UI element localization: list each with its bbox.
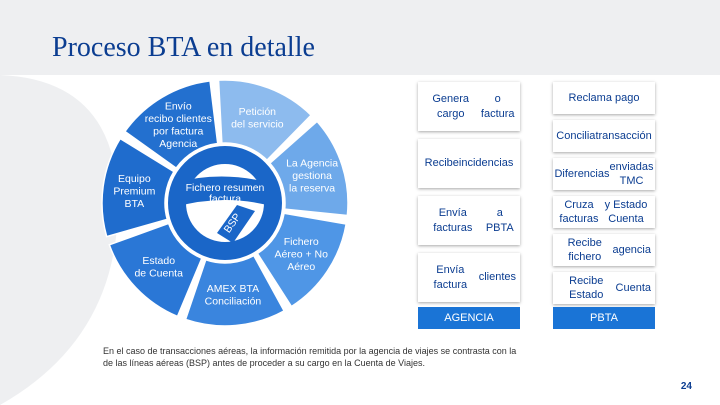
agencia-footer: AGENCIA: [418, 307, 520, 329]
wheel-segment-agencia-gestiona: [268, 120, 349, 217]
pbta-card-text: enviadas TMC: [609, 160, 654, 187]
pbta-card-6: Recibe Estado Cuenta: [553, 272, 655, 304]
agencia-card-text: a PBTA: [485, 207, 514, 234]
wheel-segment-estado-cuenta: [108, 222, 203, 318]
pbta-card-1: Reclama pago: [553, 82, 655, 114]
agencia-card-text: o factura: [480, 93, 515, 120]
pbta-footer: PBTA: [553, 307, 655, 329]
pbta-card-text: transacción: [595, 129, 652, 142]
wheel-segment-equipo-premium: [101, 137, 175, 238]
wheel-segment-fichero-aereo: [256, 212, 348, 308]
pbta-card-text: Cruza facturas: [559, 198, 599, 225]
agencia-card-4: Envía factura clientes: [418, 253, 520, 302]
pbta-card-text: agencia: [612, 243, 651, 256]
agencia-card-text: clientes: [478, 271, 516, 284]
pbta-card-text: Reclama pago: [568, 91, 640, 104]
pbta-card-text: Concilia: [556, 129, 596, 142]
agencia-card-text: incidencias: [458, 157, 514, 170]
wheel-segment-peticion: [217, 79, 313, 162]
bsp-band: [217, 205, 255, 243]
agencia-card-text: Envía facturas: [433, 207, 473, 234]
pbta-card-5: Recibe fichero agencia: [553, 234, 655, 266]
pbta-card-text: Recibe fichero: [567, 236, 602, 263]
agencia-card-text: Genera cargo: [432, 93, 470, 120]
header-band: [0, 0, 720, 75]
pbta-card-text: y Estado Cuenta: [604, 198, 648, 225]
agencia-card-text: Envía factura: [433, 264, 468, 291]
pbta-card-text: Diferencias: [554, 167, 610, 180]
footnote: En el caso de transacciones aéreas, la i…: [103, 346, 517, 369]
agencia-card-1: Genera cargo o factura: [418, 82, 520, 131]
pbta-card-text: Cuenta: [615, 281, 651, 294]
agencia-card-3: Envía facturas a PBTA: [418, 196, 520, 245]
wheel-segment-amex: [184, 254, 286, 327]
agencia-card-text: Recibe: [424, 157, 459, 170]
pbta-card-text: Recibe Estado: [569, 274, 604, 301]
fichero-resumen-banner: [173, 176, 277, 207]
page-number: 24: [680, 381, 692, 392]
page-title: Proceso BTA en detalle: [52, 32, 315, 63]
wheel-segment-envio-recibo: [123, 80, 219, 170]
